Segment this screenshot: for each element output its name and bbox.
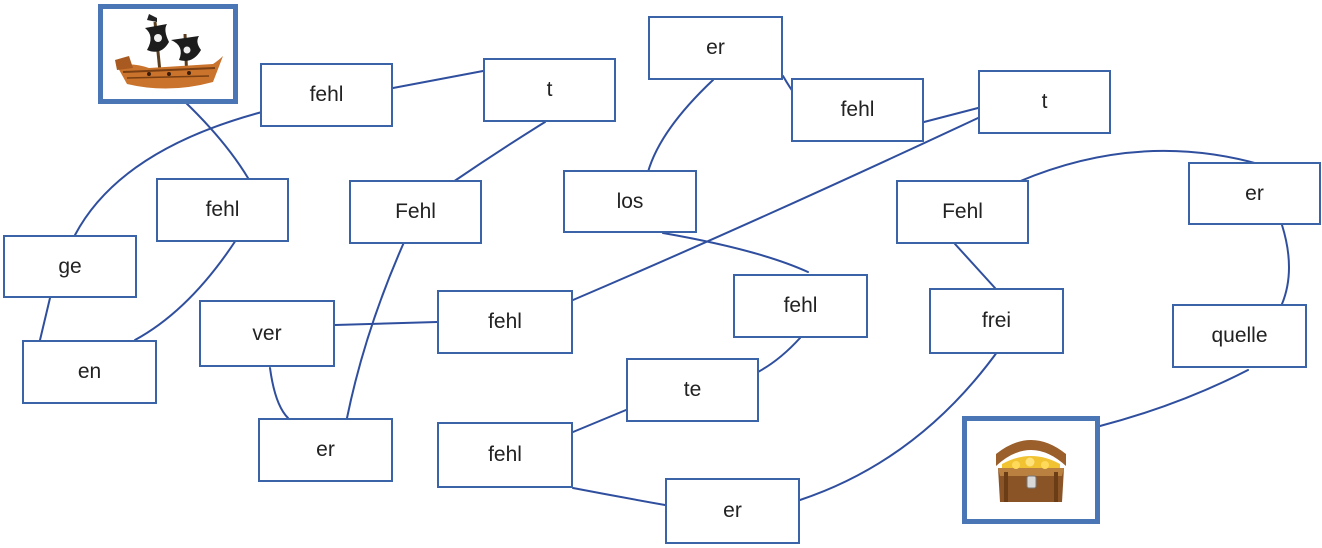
word-box: fehl	[437, 290, 573, 354]
word-box: t	[978, 70, 1111, 134]
connector-ver-fehl	[334, 321, 438, 326]
connector-Fehl-er-arc	[1017, 149, 1263, 183]
word-box: er	[665, 478, 800, 544]
word-box: fehl	[437, 422, 573, 488]
connector-los-fehl	[662, 232, 809, 273]
word-box: er	[258, 418, 393, 482]
word-box: en	[22, 340, 157, 404]
word-box: t	[483, 58, 616, 122]
connector-er-los	[647, 79, 714, 173]
connector-frei-er	[799, 347, 1001, 501]
word-box: er	[648, 16, 783, 80]
connector-fehl-ge	[74, 111, 263, 236]
treasure-chest-icon	[996, 440, 1066, 502]
word-box: fehl	[791, 78, 924, 142]
connector-ge-en	[39, 297, 51, 341]
word-box: fehl	[156, 178, 289, 242]
word-box: fehl	[733, 274, 868, 338]
connector-Fehl-frei	[954, 243, 996, 289]
connector-ver-er	[269, 367, 289, 419]
connector-fehl-er-bottom	[572, 487, 666, 506]
word-box: er	[1188, 162, 1321, 225]
word-box: ver	[199, 300, 335, 367]
word-box: Fehl	[896, 180, 1029, 244]
connector-fehl-te	[757, 337, 801, 373]
connector-quelle-chest	[1099, 369, 1249, 427]
word-box: fehl	[260, 63, 393, 127]
connector-er-quelle	[1281, 224, 1290, 305]
connector-ship-fehl	[182, 99, 249, 179]
connector-Fehl-er	[346, 239, 406, 419]
connector-fehl-t-right	[923, 107, 979, 123]
pirate-ship-icon	[115, 14, 223, 89]
word-box: quelle	[1172, 304, 1307, 368]
start-picture	[98, 4, 238, 104]
connector-t-fehl-long	[572, 117, 979, 301]
word-box: ge	[3, 235, 137, 298]
word-box: Fehl	[349, 180, 482, 244]
word-box: frei	[929, 288, 1064, 354]
connector-te-fehl	[572, 409, 627, 433]
goal-picture	[962, 416, 1100, 524]
word-box: te	[626, 358, 759, 422]
connector-fehl-t-top	[392, 70, 484, 89]
connector-t-Fehl	[452, 121, 546, 183]
word-box: los	[563, 170, 697, 233]
connector-fehl-en	[134, 239, 237, 341]
